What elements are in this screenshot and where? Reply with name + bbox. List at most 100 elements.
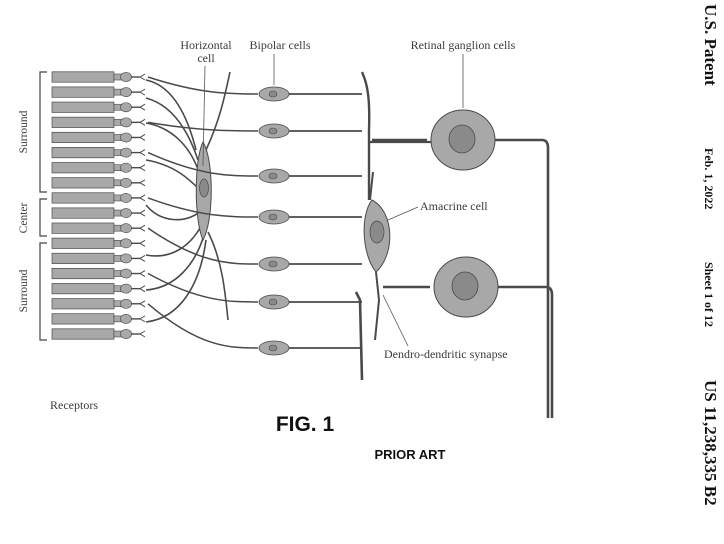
receptor-terminal	[139, 330, 146, 338]
receptor-nucleus	[120, 223, 132, 234]
receptor	[51, 298, 146, 310]
receptor-outer-segment	[51, 328, 115, 340]
receptor-nucleus	[120, 87, 132, 98]
receptor-terminal	[139, 134, 146, 141]
bipolar-nucleus	[268, 90, 278, 98]
horizontal-process	[145, 79, 197, 151]
receptor	[51, 328, 146, 340]
receptor-outer-segment	[51, 298, 115, 310]
receptor-terminal	[139, 118, 146, 126]
patent-number: US 11,238,335 B2	[701, 380, 720, 506]
patent-date: Feb. 1, 2022	[702, 148, 716, 210]
center-label: Center	[18, 203, 30, 234]
receptor-nucleus	[120, 208, 132, 218]
bipolar-dendrite	[147, 272, 259, 303]
receptor	[51, 101, 146, 113]
receptor	[51, 177, 146, 189]
receptor-terminal	[139, 300, 146, 308]
receptor-outer-segment	[51, 101, 115, 113]
receptor	[51, 131, 146, 144]
receptor-terminal	[139, 315, 146, 323]
receptor-nucleus	[120, 298, 132, 309]
receptor-terminal	[139, 73, 146, 81]
surround-bottom-label: Surround	[18, 269, 30, 312]
receptor-nucleus	[120, 329, 132, 339]
receptor	[51, 222, 146, 234]
bipolar-cell	[147, 303, 362, 356]
ganglion-nucleus	[448, 124, 476, 154]
bipolar-nucleus	[268, 344, 278, 352]
receptor	[51, 207, 146, 219]
ganglion-axon	[495, 138, 550, 418]
receptor-outer-segment	[51, 267, 115, 280]
patent-office-header: U.S. Patent	[701, 4, 720, 86]
receptor-outer-segment	[51, 192, 115, 204]
receptor-terminal	[139, 254, 146, 262]
surround-bottom-bracket	[39, 242, 47, 341]
receptor-outer-segment	[51, 237, 115, 249]
receptor-outer-segment	[51, 162, 115, 174]
figure-title: FIG. 1	[275, 413, 335, 436]
bipolar-cell	[147, 197, 362, 225]
ganglion-nucleus	[451, 271, 479, 301]
amacrine-cell-label: Amacrine cell	[420, 199, 488, 213]
receptor	[51, 283, 146, 295]
horizontal-cell-group	[145, 71, 231, 323]
bipolar-cell	[147, 151, 362, 184]
bipolar-dendrite	[147, 197, 259, 218]
bipolar-nucleus	[268, 298, 278, 306]
receptor-outer-segment	[51, 283, 115, 295]
receptor-terminal	[139, 194, 146, 202]
amacrine-nucleus	[369, 220, 385, 244]
receptor	[51, 116, 146, 128]
ganglion-dendrite-trunk	[360, 71, 371, 200]
receptor-outer-segment	[51, 131, 115, 144]
receptor-terminal	[139, 239, 146, 247]
bipolar-cell	[147, 272, 362, 310]
bipolar-nucleus	[268, 260, 278, 268]
dendro-dendritic-synapse-label: Dendro-dendritic synapse	[384, 347, 508, 361]
receptor-terminal	[139, 224, 146, 232]
receptor	[51, 267, 146, 280]
horizontal-process	[145, 97, 199, 161]
retinal-ganglion-cells-label: Retinal ganglion cells	[411, 38, 516, 52]
receptor-nucleus	[120, 193, 132, 203]
amacrine-cell-leader	[387, 206, 419, 221]
receptor	[51, 192, 146, 204]
horizontal-cell-label-line2: cell	[197, 51, 215, 65]
receptor	[51, 71, 146, 83]
amacrine-process-top	[369, 171, 374, 201]
inner-layer	[354, 71, 554, 418]
ganglion-cell	[383, 256, 554, 418]
horizontal-cell-label-line1: Horizontal	[180, 38, 232, 52]
receptor-terminal	[139, 209, 146, 217]
bipolar-cell	[147, 227, 362, 272]
receptor-nucleus	[120, 313, 132, 324]
receptor-layer	[51, 71, 146, 340]
receptor-outer-segment	[51, 252, 115, 264]
receptor-nucleus	[120, 268, 132, 279]
receptor	[51, 252, 146, 264]
receptor-nucleus	[120, 117, 132, 128]
receptor-terminal	[139, 164, 146, 172]
receptor-nucleus	[120, 177, 132, 188]
horizontal-cell-leader	[202, 65, 206, 167]
receptor-nucleus	[120, 162, 132, 173]
bipolar-nucleus	[268, 127, 278, 135]
receptor-nucleus	[120, 283, 132, 294]
receptor-nucleus	[120, 132, 132, 143]
bipolar-nucleus	[268, 213, 278, 221]
figure-subtitle: PRIOR ART	[374, 447, 446, 462]
receptor-terminal	[139, 149, 146, 157]
receptor-nucleus	[120, 72, 132, 82]
bipolar-layer	[147, 76, 362, 356]
bipolar-dendrite	[147, 303, 259, 349]
receptor-outer-segment	[51, 313, 115, 325]
center-bracket	[39, 198, 47, 237]
receptor	[51, 162, 146, 174]
receptor-nucleus	[120, 238, 132, 249]
receptor-outer-segment	[51, 147, 115, 159]
receptor-nucleus	[120, 147, 132, 158]
